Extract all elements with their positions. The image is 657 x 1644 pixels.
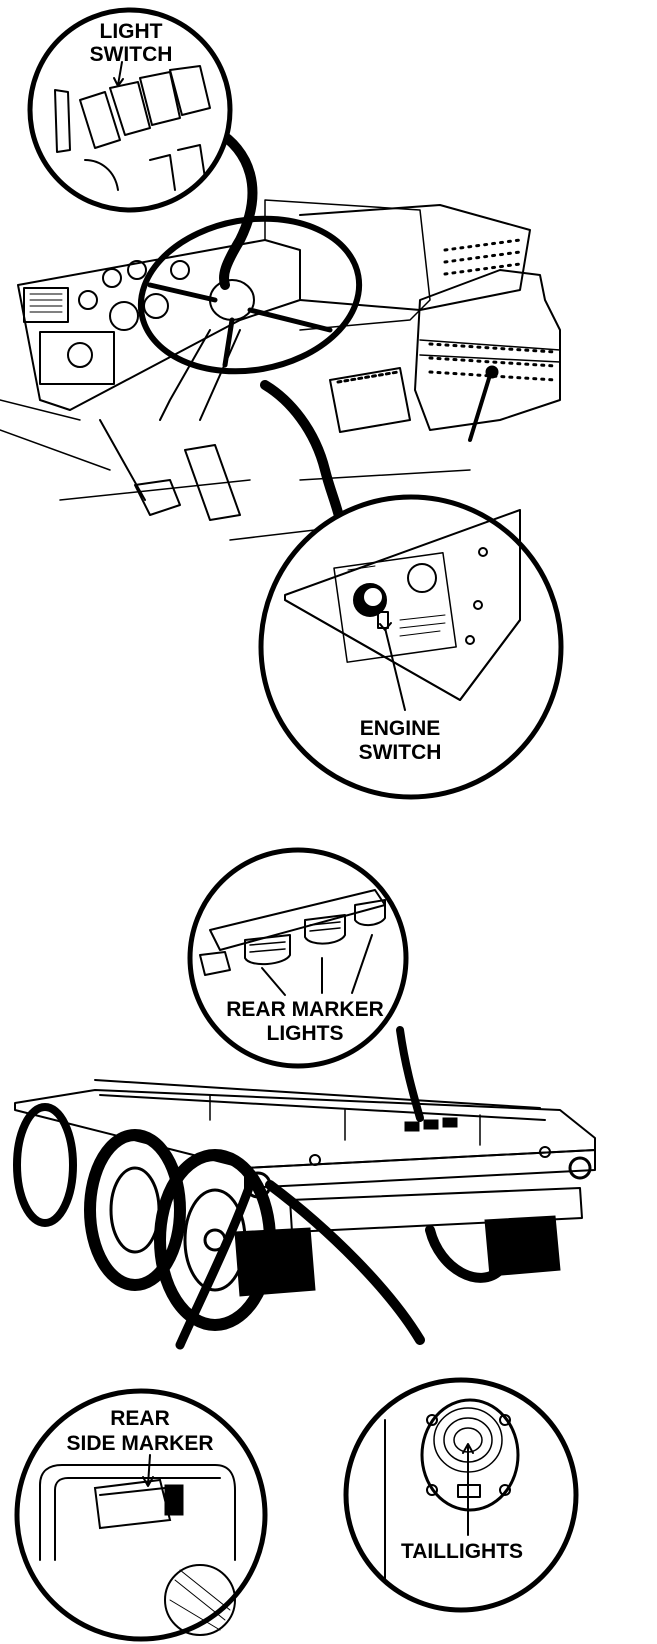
rear-marker-lights-label-2: LIGHTS	[267, 1022, 344, 1045]
light-switch-callout: LIGHT SWITCH	[30, 10, 230, 210]
engine-switch-callout: ENGINE SWITCH	[261, 497, 561, 797]
shift-lever	[470, 366, 498, 440]
frame-marker-cluster	[405, 1118, 457, 1131]
engine-switch-label-1: ENGINE	[360, 717, 441, 740]
rear-marker-lights-callout: REAR MARKER LIGHTS	[190, 850, 406, 1066]
rear-marker-lights-label-1: REAR MARKER	[226, 998, 384, 1021]
cab-interior-illustration	[0, 200, 560, 540]
taillights-callout: TAILLIGHTS	[346, 1380, 576, 1610]
rear-side-marker-label-1: REAR	[110, 1407, 170, 1430]
front-wheel	[17, 1107, 73, 1223]
light-switch-label-1: LIGHT	[100, 20, 163, 43]
engine-switch-leader	[265, 385, 340, 520]
light-switch-label-2: SWITCH	[90, 43, 173, 66]
taillights-label: TAILLIGHTS	[401, 1540, 523, 1563]
pedals	[100, 420, 240, 520]
side-marker-lamp	[95, 1480, 183, 1528]
rear-marker-leader	[400, 1030, 420, 1118]
dash-switch-panel	[24, 288, 114, 384]
rear-side-marker-label-2: SIDE MARKER	[66, 1432, 213, 1455]
engine-switch-label-2: SWITCH	[359, 741, 442, 764]
rear-side-marker-callout: REAR SIDE MARKER	[17, 1391, 265, 1639]
truck-rear-illustration	[15, 1080, 595, 1325]
